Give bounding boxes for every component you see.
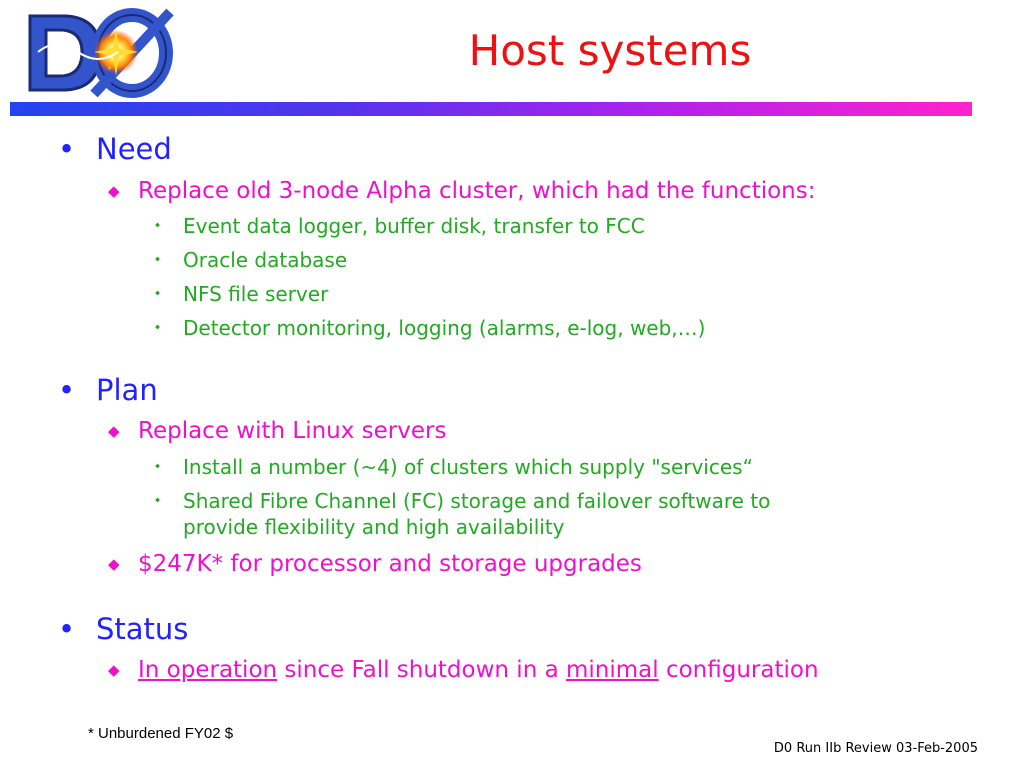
small-diamond-bullet-icon: ⬩: [155, 458, 161, 474]
list-item-text: Replace old 3-node Alpha cluster, which …: [138, 178, 816, 204]
list-subitem-text: Detector monitoring, logging (alarms, e-…: [183, 316, 706, 340]
list-item-text: Replace with Linux servers: [138, 418, 447, 444]
small-diamond-bullet-icon: ⬩: [155, 492, 161, 508]
section-label: Need: [96, 132, 172, 166]
status-text: since Fall shutdown in a: [277, 657, 566, 683]
status-text-end: configuration: [658, 657, 819, 683]
section-label: Status: [96, 612, 189, 646]
slide-title: Host systems: [468, 26, 752, 75]
minimal-text: minimal: [566, 657, 659, 683]
in-operation-text: In operation: [138, 657, 278, 683]
diamond-bullet-icon: ◆: [108, 555, 120, 573]
bullet-dot-icon: •: [58, 612, 76, 646]
footnote: * Unburdened FY02 $: [88, 725, 234, 742]
list-subitem-text: Install a number (~4) of clusters which …: [183, 455, 753, 479]
list-subitem-text: provide flexibility and high availabilit…: [183, 515, 565, 539]
bullet-dot-icon: •: [58, 132, 76, 166]
small-diamond-bullet-icon: ⬩: [155, 217, 161, 233]
list-subitem-text: Shared Fibre Channel (FC) storage and fa…: [183, 489, 771, 513]
title-divider: [10, 102, 972, 116]
diamond-bullet-icon: ◆: [108, 661, 120, 679]
section-label: Plan: [96, 373, 158, 407]
list-subitem-text: Oracle database: [183, 248, 348, 272]
small-diamond-bullet-icon: ⬩: [155, 285, 161, 301]
list-item-text: In operation since Fall shutdown in a mi…: [138, 657, 819, 683]
slide-footer: D0 Run IIb Review 03-Feb-2005: [773, 741, 978, 756]
bullet-dot-icon: •: [58, 373, 76, 407]
d0-logo: [8, 6, 176, 98]
list-subitem-text: NFS file server: [183, 282, 329, 306]
diamond-bullet-icon: ◆: [108, 182, 120, 200]
list-item-text: $247K* for processor and storage upgrade…: [138, 551, 642, 577]
list-subitem-text: Event data logger, buffer disk, transfer…: [183, 214, 645, 238]
small-diamond-bullet-icon: ⬩: [155, 251, 161, 267]
diamond-bullet-icon: ◆: [108, 422, 120, 440]
small-diamond-bullet-icon: ⬩: [155, 319, 161, 335]
